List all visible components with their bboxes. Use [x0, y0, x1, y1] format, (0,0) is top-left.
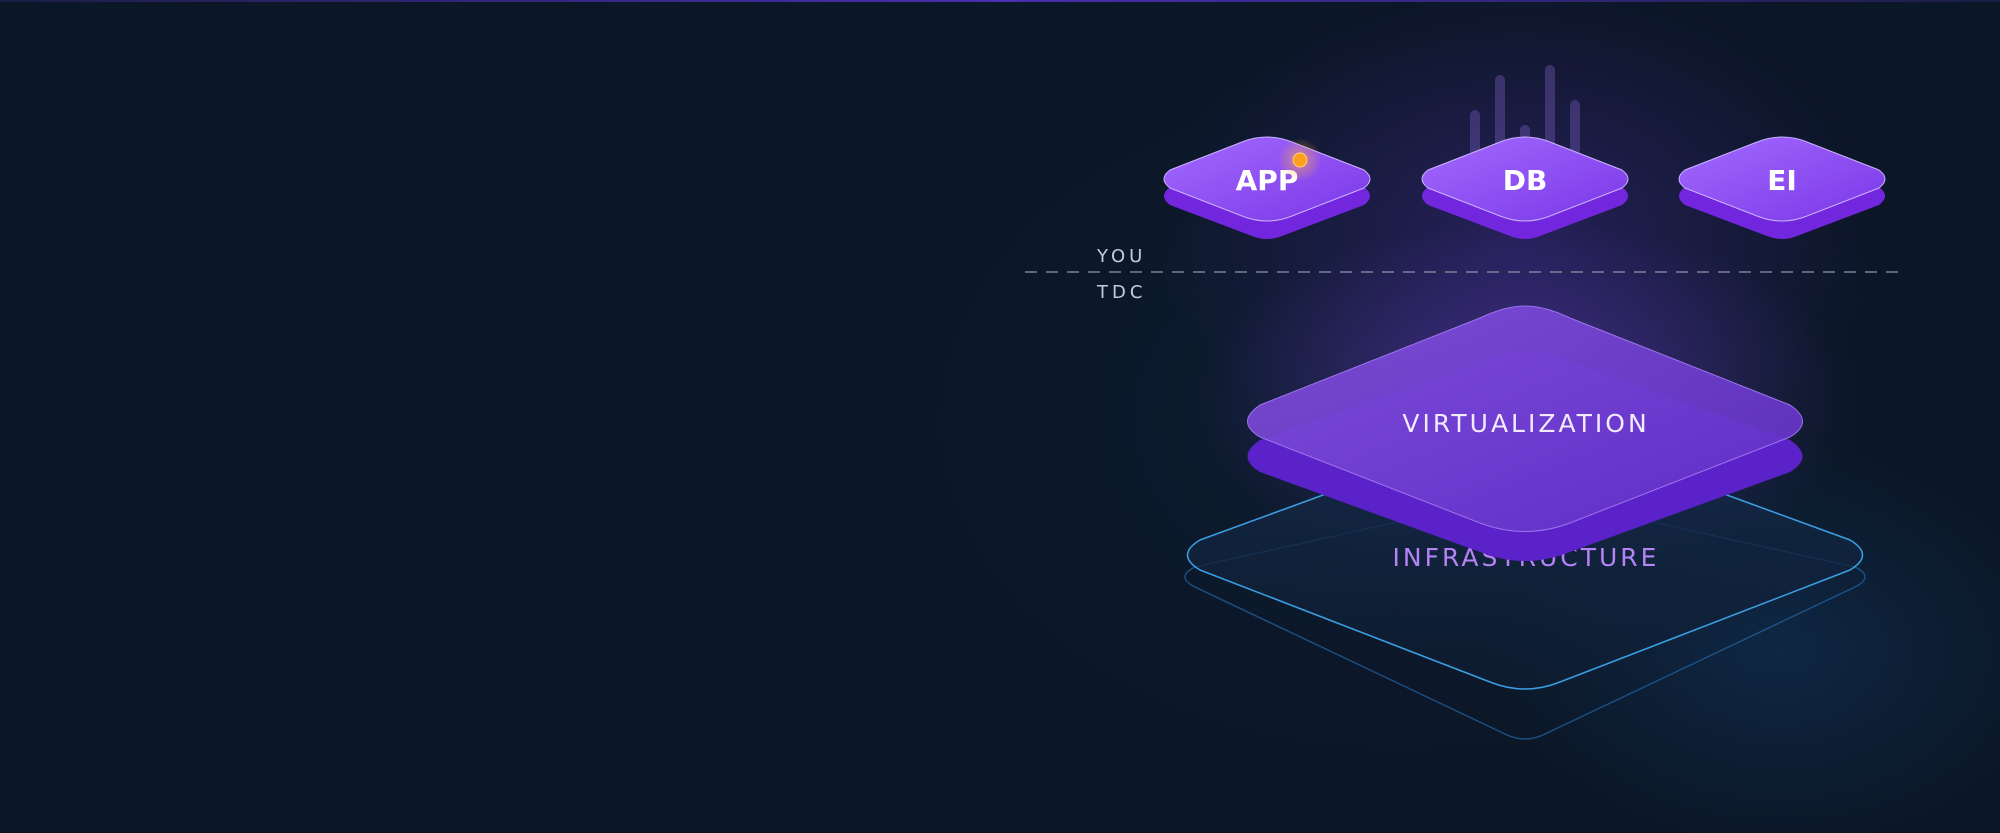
module-app[interactable]: APP [1163, 136, 1371, 239]
top-accent-line [0, 0, 2000, 2]
boundary-label-tdc: TDC [1096, 282, 1146, 303]
virtualization-layer: VIRTUALIZATION [1247, 305, 1803, 561]
virtualization-plate [1247, 305, 1803, 532]
module-db-label: DB [1503, 164, 1548, 197]
module-ei-label: EI [1767, 164, 1797, 197]
activity-bars-icon [1470, 65, 1580, 165]
boundary-label-you: YOU [1096, 246, 1146, 267]
module-ei[interactable]: EI [1678, 136, 1886, 239]
module-ei-top [1678, 136, 1886, 222]
activity-dot-icon [1292, 152, 1308, 168]
module-db-top [1421, 136, 1629, 222]
virtualization-label: VIRTUALIZATION [1402, 409, 1649, 438]
module-db[interactable]: DB [1421, 136, 1629, 239]
